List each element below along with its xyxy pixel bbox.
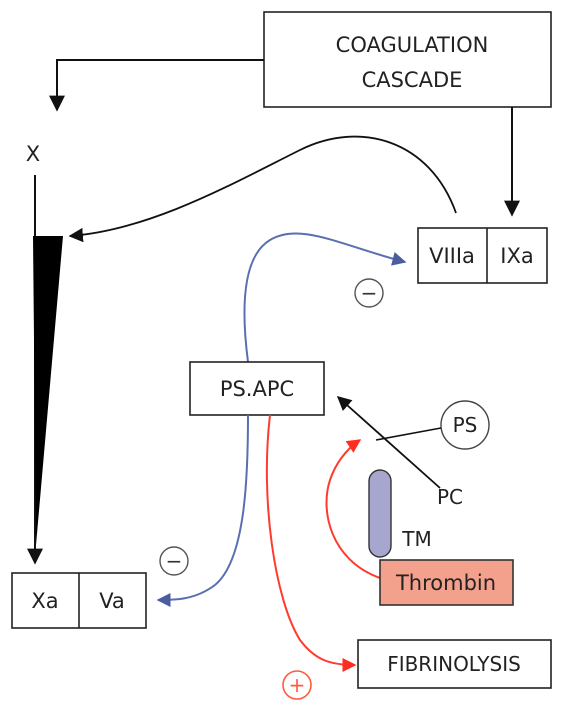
pc-label: PC (437, 485, 463, 509)
xa-label: Xa (31, 589, 58, 613)
ixa-label: IXa (500, 244, 533, 268)
coagulation-label: COAGULATION (336, 33, 489, 57)
thrombin-box: Thrombin (379, 559, 514, 606)
svg-text:−: − (166, 549, 183, 573)
amplification-wedge (33, 236, 63, 545)
va-label: Va (99, 589, 125, 613)
pc-to-apc-arrow (336, 396, 441, 489)
apc-inhibit-va-arrow (156, 414, 249, 607)
coagulation-cascade-box: COAGULATION CASCADE (263, 11, 552, 108)
apc-to-fibrinolysis-arrow (265, 414, 357, 672)
cascade-to-x-arrow (49, 59, 264, 112)
xa-va-box: Xa Va (11, 572, 147, 629)
tm-label: TM (401, 527, 431, 551)
thrombomodulin-capsule (368, 469, 392, 558)
cascade-label: CASCADE (362, 68, 463, 92)
tenase-to-wedge-arrow (68, 135, 457, 243)
minus-circle-bottom: − (159, 546, 189, 576)
fibrinolysis-box: FIBRINOLYSIS (357, 639, 552, 689)
viiia-label: VIIIa (429, 244, 475, 268)
ps-label: PS (453, 413, 478, 437)
svg-text:−: − (361, 281, 378, 305)
thrombin-to-ps-arrow (325, 439, 381, 579)
ps-circle: PS (440, 400, 490, 450)
minus-circle-top: − (354, 278, 384, 308)
viiia-ixa-box: VIIIa IXa (417, 227, 548, 284)
thrombin-label: Thrombin (395, 571, 496, 595)
ps-apc-box: PS.APC (189, 361, 325, 416)
ps-apc-label: PS.APC (220, 377, 294, 401)
ps-connector-line (375, 427, 442, 441)
apc-inhibit-viiia-arrow (243, 232, 407, 363)
fibrinolysis-label: FIBRINOLYSIS (387, 652, 521, 676)
plus-circle: + (282, 670, 312, 700)
svg-text:+: + (289, 673, 306, 697)
factor-x-label: X (26, 142, 40, 166)
